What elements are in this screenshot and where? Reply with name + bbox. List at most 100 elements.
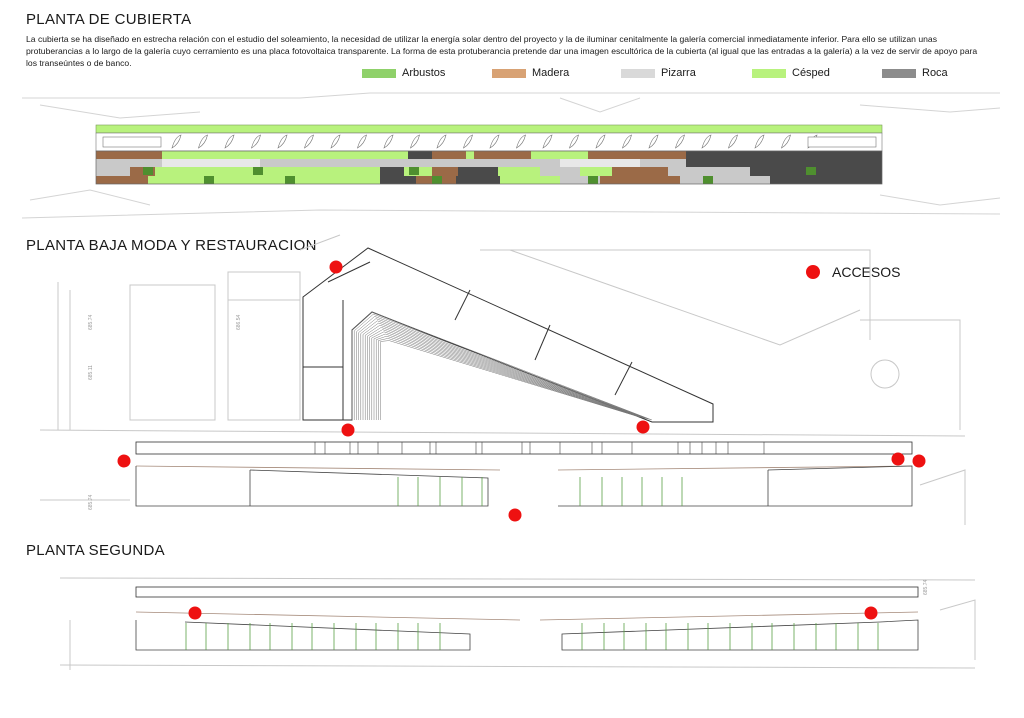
roof-material-strip: [148, 176, 380, 184]
site-elevation-label: 685.74: [923, 579, 929, 595]
stair-line: [378, 338, 638, 420]
skylight-icon: [781, 134, 791, 149]
roof-material-strip: [580, 167, 612, 176]
skylight-icon: [251, 134, 261, 149]
skylight-icon: [675, 134, 685, 149]
skylight-icon: [463, 134, 473, 149]
section-title-planta-segunda: PLANTA SEGUNDA: [26, 542, 165, 559]
legend-swatch: [882, 68, 916, 78]
legend-label: Césped: [792, 67, 830, 79]
roof-material-strip: [498, 167, 540, 176]
access-dot-icon: [912, 454, 926, 468]
stair-line: [371, 331, 642, 420]
materials-legend: Arbustos Madera Pizarra Césped Roca: [0, 67, 1024, 83]
roof-material-strip: [668, 167, 750, 176]
stair-line: [351, 311, 653, 421]
skylight-icon: [516, 134, 526, 149]
roof-material-strip: [474, 151, 531, 159]
roof-material-strip: [500, 176, 560, 184]
skylight-icon: [198, 134, 208, 149]
access-dot-icon: [188, 606, 202, 620]
roof-material-strip: [612, 167, 668, 176]
roof-material-strip: [686, 151, 882, 159]
access-dot-icon: [636, 420, 650, 434]
shrub-patch: [409, 167, 419, 175]
site-elevation-label: 685.11: [88, 365, 94, 380]
roof-material-strip: [750, 167, 800, 176]
skylight-icon: [383, 134, 394, 149]
roof-end-block: [807, 136, 877, 148]
stair-line: [364, 324, 645, 420]
legend-item-roca: Roca: [882, 67, 948, 79]
skylight-icon: [330, 134, 341, 149]
stair-line: [353, 313, 651, 420]
roof-end-block: [102, 136, 162, 148]
roof-material-strip: [162, 159, 260, 167]
roof-material-strip: [640, 176, 680, 184]
shrub-patch: [806, 167, 816, 175]
skylight-icon: [728, 134, 738, 149]
skylight-icon: [648, 134, 659, 149]
stair-line: [373, 333, 641, 420]
roof-material-strip: [408, 151, 432, 159]
access-dot-icon: [864, 606, 878, 620]
roof-material-strip: [588, 151, 686, 159]
access-dot-icon: [329, 260, 343, 274]
access-dot-icon: [117, 454, 131, 468]
ground-context-lines: [39, 234, 966, 525]
skylight-icon: [436, 134, 447, 149]
access-dot-icon: [806, 265, 820, 279]
skylight-icon: [277, 134, 288, 149]
stair-line: [367, 327, 644, 420]
stair-line: [380, 340, 637, 420]
stair-line: [369, 329, 643, 420]
roof-material-strip: [96, 176, 148, 184]
roof-material-strip: [600, 176, 640, 184]
ground-stair-ramp: [351, 311, 653, 421]
stair-line: [356, 316, 650, 420]
skylight-icon: [410, 134, 420, 149]
roof-material-strip: [560, 176, 600, 184]
roof-material-strips: [96, 151, 882, 184]
shrub-patch: [703, 176, 713, 184]
ground-floor-buildings: [302, 247, 714, 423]
roof-material-strip: [155, 167, 380, 176]
skylight-icon: [224, 134, 235, 149]
ground-gallery: [135, 441, 913, 507]
skylight-row: [102, 134, 877, 149]
legend-swatch: [492, 68, 526, 78]
site-elevation-label: 685.74: [88, 314, 94, 330]
stair-line: [358, 318, 649, 420]
roof-material-strip: [432, 151, 466, 159]
skylight-icon: [542, 134, 553, 149]
shrub-patch: [253, 167, 263, 175]
roof-material-strip: [770, 176, 882, 184]
legend-item-arbustos: Arbustos: [362, 67, 445, 79]
roof-material-strip: [458, 167, 498, 176]
roof-material-strip: [540, 167, 580, 176]
accesos-label: ACCESOS: [832, 264, 901, 280]
legend-item-pizarra: Pizarra: [621, 67, 696, 79]
roof-material-strip: [800, 167, 882, 176]
access-points: [117, 260, 926, 620]
skylight-icon: [754, 134, 765, 149]
roof-material-strip: [531, 151, 588, 159]
description-text: La cubierta se ha diseñado en estrecha r…: [26, 34, 978, 69]
roof-material-strip: [130, 159, 686, 167]
shrub-patch: [204, 176, 214, 184]
legend-label: Roca: [922, 67, 948, 79]
accesos-legend: ACCESOS: [806, 264, 900, 280]
legend-label: Madera: [532, 67, 570, 79]
skylight-icon: [701, 134, 712, 149]
site-elevation-label: 686.54: [236, 314, 242, 330]
roof-context-lines: [21, 92, 1001, 219]
skylight-icon: [622, 134, 632, 149]
stair-line: [375, 335, 639, 420]
second-floor-plan: [135, 586, 919, 651]
shrub-patch: [432, 176, 442, 184]
roof-plan: [95, 124, 883, 185]
site-elevation-label: 685.74: [88, 494, 94, 510]
stair-line: [360, 320, 648, 420]
roof-material-strip: [686, 159, 882, 167]
